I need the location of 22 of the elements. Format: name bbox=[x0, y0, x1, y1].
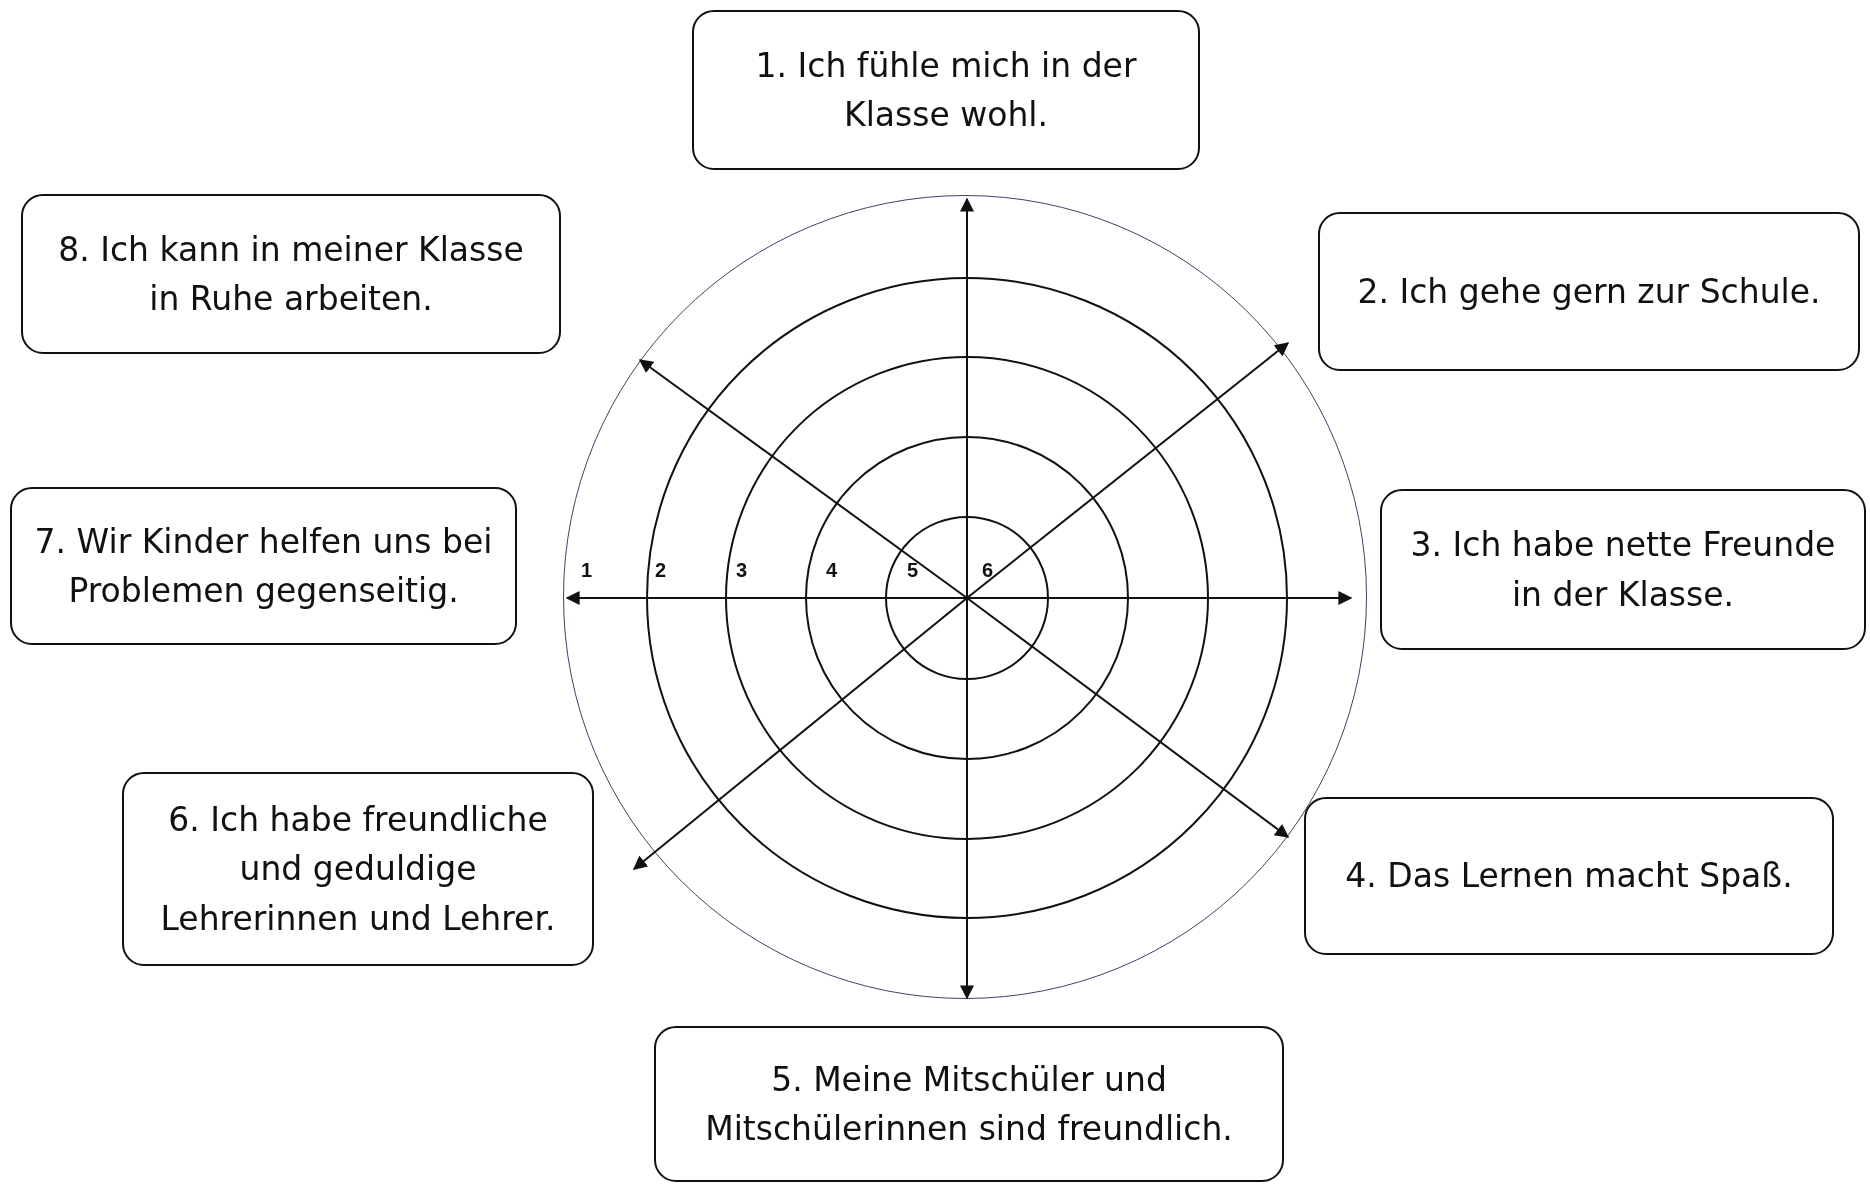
statement-box bbox=[21, 194, 561, 354]
statement-text: 2. Ich gehe gern zur Schule. bbox=[1357, 270, 1821, 313]
scale-number: 2 bbox=[655, 559, 667, 582]
statement-box bbox=[654, 1026, 1284, 1182]
statement-text: 5. Meine Mitschüler und Mitschülerinnen sind freundlich. bbox=[704, 1058, 1234, 1150]
statement-box bbox=[10, 487, 517, 645]
scale-number: 3 bbox=[736, 559, 748, 582]
scale-number: 6 bbox=[982, 559, 994, 582]
statement-text: 8. Ich kann in meiner Klasse in Ruhe arbeiten. bbox=[57, 228, 525, 320]
scale-number: 4 bbox=[826, 559, 838, 582]
scale-number: 5 bbox=[907, 559, 919, 582]
statement-text: 6. Ich habe freundliche und geduldige Lehrerinnen und Lehrer. bbox=[159, 798, 557, 940]
statement-text: 4. Das Lernen macht Spaß. bbox=[1345, 855, 1793, 898]
statement-text: 1. Ich fühle mich in der Klasse wohl. bbox=[754, 44, 1138, 136]
statement-box bbox=[1318, 212, 1860, 371]
statement-box bbox=[692, 10, 1200, 170]
statement-box bbox=[122, 772, 594, 966]
statement-box bbox=[1380, 489, 1866, 650]
statement-text: 7. Wir Kinder helfen uns bei Problemen gegenseitig. bbox=[33, 520, 494, 612]
statement-box bbox=[1304, 797, 1834, 955]
statement-text: 3. Ich habe nette Freunde in der Klasse. bbox=[1409, 524, 1837, 616]
scale-number: 1 bbox=[581, 559, 593, 582]
